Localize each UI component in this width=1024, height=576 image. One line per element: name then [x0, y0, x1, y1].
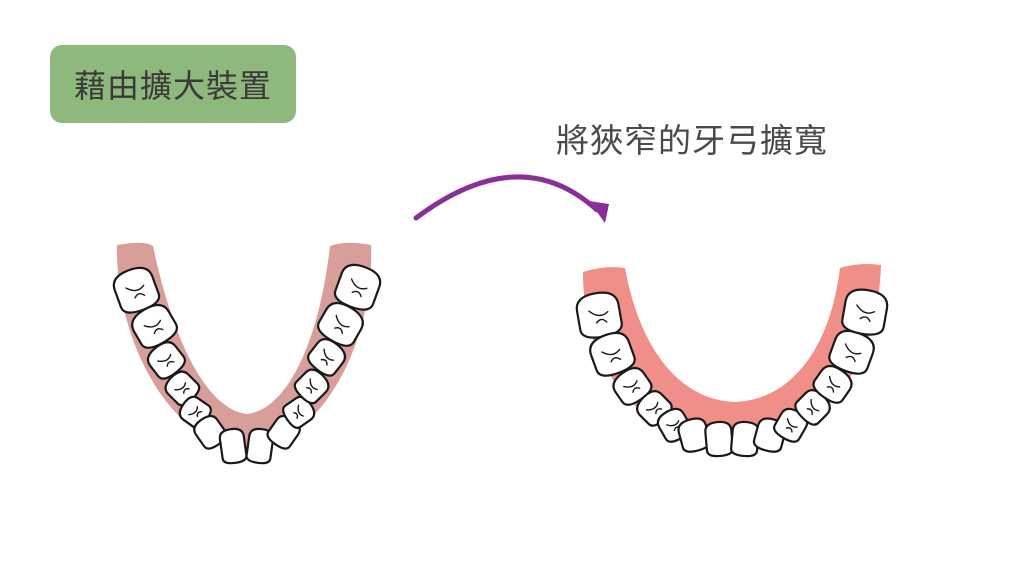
tooth: [704, 420, 734, 458]
tooth: [131, 303, 179, 349]
tooth: [112, 266, 161, 314]
tooth: [146, 341, 186, 380]
result-caption: 將狹窄的牙弓擴寬: [556, 121, 828, 160]
widened-dental-arch: [575, 264, 889, 458]
method-label-text: 藉由擴大裝置: [73, 67, 272, 105]
tooth: [218, 427, 248, 465]
narrow-dental-arch: [112, 242, 382, 465]
method-label: 藉由擴大裝置: [50, 45, 296, 123]
tooth: [245, 427, 275, 465]
tooth: [773, 407, 809, 443]
narrow-arch-teeth: [112, 263, 382, 465]
tooth: [575, 291, 623, 339]
tooth: [612, 366, 653, 406]
curved-arrow-icon: [413, 174, 609, 223]
tooth: [841, 288, 889, 336]
wide-arch-teeth: [575, 288, 889, 458]
tooth: [333, 263, 382, 311]
tooth: [730, 420, 760, 458]
tooth: [589, 331, 636, 377]
